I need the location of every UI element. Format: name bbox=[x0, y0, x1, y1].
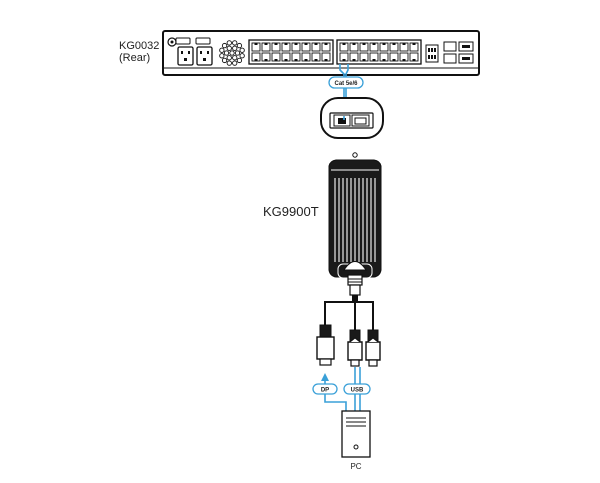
fan-vent-hole bbox=[219, 53, 225, 59]
fan-vent-hole bbox=[226, 45, 232, 51]
rj45-port-latch bbox=[402, 59, 406, 61]
pc-tower-icon bbox=[341, 410, 371, 458]
pc-label: PC bbox=[350, 462, 361, 471]
fan-vent-hole bbox=[232, 45, 238, 51]
fan-vent-hole bbox=[232, 55, 238, 61]
fan-vent-hole bbox=[221, 42, 228, 49]
usb-connector bbox=[365, 329, 381, 367]
fan-vent-hole bbox=[236, 57, 243, 64]
cat-cable bbox=[339, 64, 349, 116]
rj45-port-latch bbox=[314, 43, 318, 45]
fan-vent-hole bbox=[232, 40, 238, 46]
rj45-port-latch bbox=[382, 43, 386, 45]
rj45-port-latch bbox=[274, 43, 278, 45]
rj45-port-latch bbox=[392, 59, 396, 61]
rj45-port-latch bbox=[352, 43, 356, 45]
rj45-port-latch bbox=[294, 43, 298, 45]
rj45-port-latch bbox=[412, 43, 416, 45]
rj45-port-latch bbox=[362, 59, 366, 61]
rj45-port-latch bbox=[342, 43, 346, 45]
rj45-port-latch bbox=[264, 59, 268, 61]
rj45-port-latch bbox=[392, 43, 396, 45]
rj45-port-latch bbox=[352, 59, 356, 61]
rj45-port-latch bbox=[294, 59, 298, 61]
rj45-port-latch bbox=[362, 43, 366, 45]
fan-vent-hole bbox=[223, 50, 230, 56]
rj45-port-latch bbox=[402, 43, 406, 45]
fan-vent-hole bbox=[229, 50, 235, 56]
extender-model-label: KG9900T bbox=[263, 204, 319, 219]
fan-vent-hole bbox=[226, 40, 232, 46]
rj45-port-latch bbox=[274, 59, 278, 61]
kvm-model-label: KG0032 bbox=[119, 40, 159, 52]
kvm-switch-rear-panel bbox=[162, 30, 480, 76]
fan-vent-hole bbox=[239, 47, 245, 53]
extender-transmitter bbox=[328, 152, 382, 296]
lan-port-icon bbox=[443, 41, 474, 64]
usb-cable-tag: USB bbox=[343, 383, 371, 395]
dp-cable-tag: DP bbox=[312, 383, 338, 395]
port-bank-left bbox=[248, 39, 334, 65]
dip-switch-icon bbox=[425, 44, 439, 63]
rj45-port-latch bbox=[314, 59, 318, 61]
rj45-port-latch bbox=[304, 43, 308, 45]
fan-vent-hole bbox=[226, 55, 232, 61]
fan-vent-icon bbox=[218, 39, 246, 67]
rj45-port-latch bbox=[372, 43, 376, 45]
kvm-view-label: (Rear) bbox=[119, 52, 150, 64]
dp-cable-label: DP bbox=[321, 388, 329, 394]
usb-connector bbox=[347, 329, 363, 367]
fan-vent-hole bbox=[232, 60, 238, 66]
port-zoom-callout bbox=[320, 97, 384, 139]
cat-cable-label: Cat 5e/6 bbox=[334, 81, 358, 87]
fan-vent-hole bbox=[239, 53, 245, 59]
rj45-port-latch bbox=[382, 59, 386, 61]
rj45-port-latch bbox=[324, 43, 328, 45]
cat-cable-tag: Cat 5e/6 bbox=[328, 76, 364, 89]
fan-vent-hole bbox=[236, 42, 243, 49]
rj45-port-latch bbox=[254, 59, 258, 61]
port-bank-right bbox=[336, 39, 422, 65]
fan-vent-hole bbox=[226, 60, 232, 66]
rj45-port-latch bbox=[342, 59, 346, 61]
output-cables bbox=[324, 295, 374, 330]
displayport-connector bbox=[316, 324, 335, 366]
rj45-port-latch bbox=[412, 59, 416, 61]
usb-cable-label: USB bbox=[351, 388, 364, 394]
rj45-port-latch bbox=[372, 59, 376, 61]
fan-vent-hole bbox=[219, 47, 225, 53]
rj45-port-latch bbox=[264, 43, 268, 45]
power-socket-icon bbox=[175, 37, 194, 66]
rj45-port-latch bbox=[324, 59, 328, 61]
fan-vent-hole bbox=[221, 57, 228, 64]
rj45-port-latch bbox=[304, 59, 308, 61]
power-socket-icon bbox=[195, 37, 213, 66]
rj45-port-latch bbox=[284, 43, 288, 45]
rj45-port-latch bbox=[254, 43, 258, 45]
rj45-port-latch bbox=[284, 59, 288, 61]
fan-vent-hole bbox=[234, 50, 241, 56]
